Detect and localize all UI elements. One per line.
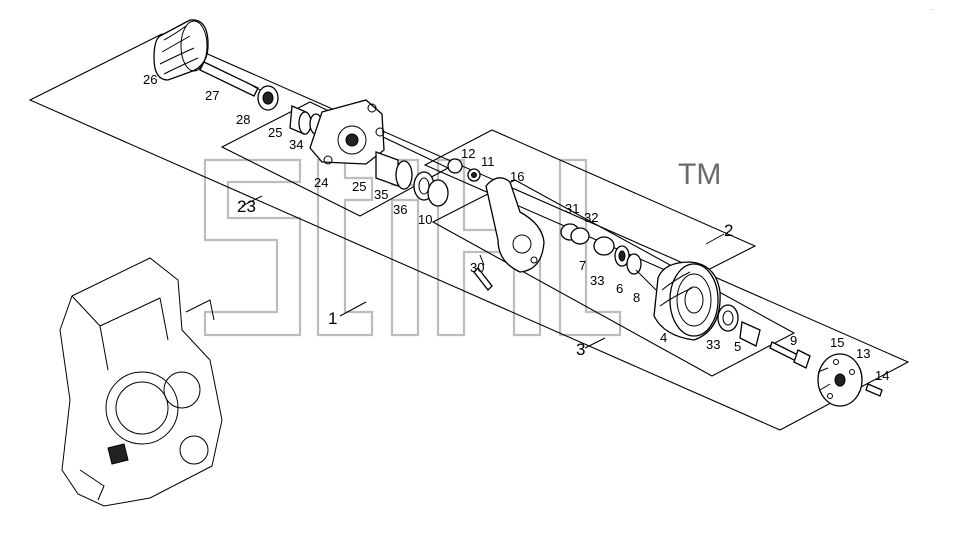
part-label-30: 30 — [470, 260, 484, 275]
part-label-15: 15 — [830, 335, 844, 350]
part-label-24: 24 — [314, 175, 328, 190]
part-label-14: 14 — [875, 368, 889, 383]
part-label-10: 10 — [418, 212, 432, 227]
trademark-symbol: TM — [678, 158, 721, 191]
part-label-6: 6 — [616, 281, 623, 296]
shaft-part-27 — [199, 61, 261, 97]
part-label-8: 8 — [633, 290, 640, 305]
part-label-25a: 25 — [268, 125, 282, 140]
frame-group-1 — [28, 33, 910, 431]
part-label-13: 13 — [856, 346, 870, 361]
spring-part-26 — [153, 19, 209, 81]
part-label-9: 9 — [790, 333, 797, 348]
bolt-part-9 — [769, 341, 811, 369]
part-label-28: 28 — [236, 112, 250, 127]
flange-part-15-13-14 — [817, 353, 883, 407]
washer-part-12-11 — [447, 158, 481, 182]
part-label-7: 7 — [579, 258, 586, 273]
pin-part-30 — [473, 267, 493, 291]
housing-part-24 — [309, 99, 385, 165]
bearing-part-31-32 — [560, 223, 590, 245]
part-label-33a: 33 — [590, 273, 604, 288]
tension-arm-part-16 — [485, 177, 545, 273]
stihl-watermark: TM — [203, 158, 721, 337]
part-label-36: 36 — [393, 202, 407, 217]
leader-lines — [241, 195, 725, 349]
part-label-12: 12 — [461, 146, 475, 161]
part-label-35: 35 — [374, 187, 388, 202]
group-label-1: 1 — [328, 309, 337, 328]
part-label-32: 32 — [584, 210, 598, 225]
part-label-27: 27 — [205, 88, 219, 103]
part-label-5: 5 — [734, 339, 741, 354]
part-label-33b: 33 — [706, 337, 720, 352]
group-label-3: 3 — [576, 340, 585, 359]
part-label-16: 16 — [510, 169, 524, 184]
part-label-4: 4 — [660, 330, 667, 345]
spacer-part-7-33-6-8 — [593, 236, 657, 291]
engine-illustration — [59, 257, 223, 507]
part-label-11: 11 — [481, 154, 495, 169]
group-label-23: 23 — [237, 197, 256, 216]
group-label-2: 2 — [724, 221, 733, 240]
part-label-26: 26 — [143, 72, 157, 87]
part-label-31: 31 — [565, 201, 579, 216]
bushing-set-part-35-36 — [375, 151, 449, 207]
part-label-25b: 25 — [352, 179, 366, 194]
spacer-part-33-5 — [717, 304, 761, 347]
part-label-34: 34 — [289, 137, 303, 152]
seal-ring-part-28 — [257, 85, 279, 111]
pulley-part-4 — [653, 261, 721, 341]
corner-code: … — [930, 6, 935, 12]
